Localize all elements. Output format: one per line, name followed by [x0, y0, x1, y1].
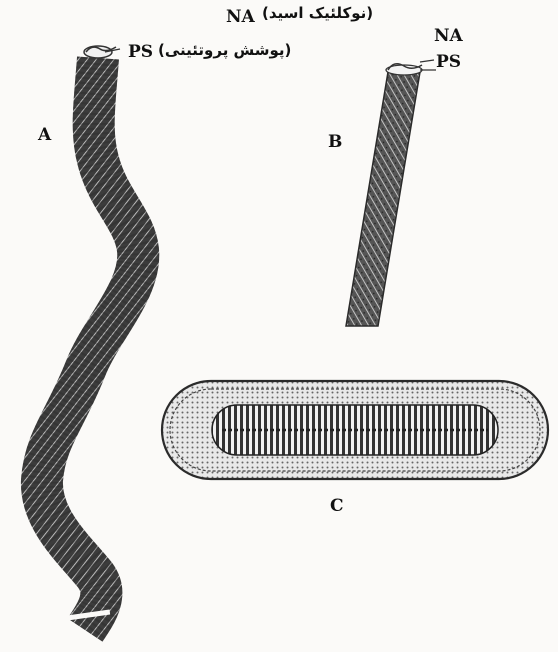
- virus-b-rod: [346, 60, 436, 326]
- virus-c-capsule: [162, 381, 548, 479]
- letter-a: A: [38, 127, 51, 144]
- b-ps-label: PS: [436, 54, 461, 71]
- nucleic-acid-label: (نوکلئیک اسید): [262, 6, 373, 21]
- b-na-label: NA: [434, 28, 463, 45]
- virus-a-filament: [42, 46, 138, 630]
- letter-c: C: [330, 498, 344, 515]
- ps-abbr-label: PS: [128, 44, 153, 61]
- na-abbr-label: NA: [226, 9, 255, 26]
- letter-b: B: [328, 134, 342, 151]
- protein-coat-label: (پوشش پروتئینی): [158, 43, 291, 58]
